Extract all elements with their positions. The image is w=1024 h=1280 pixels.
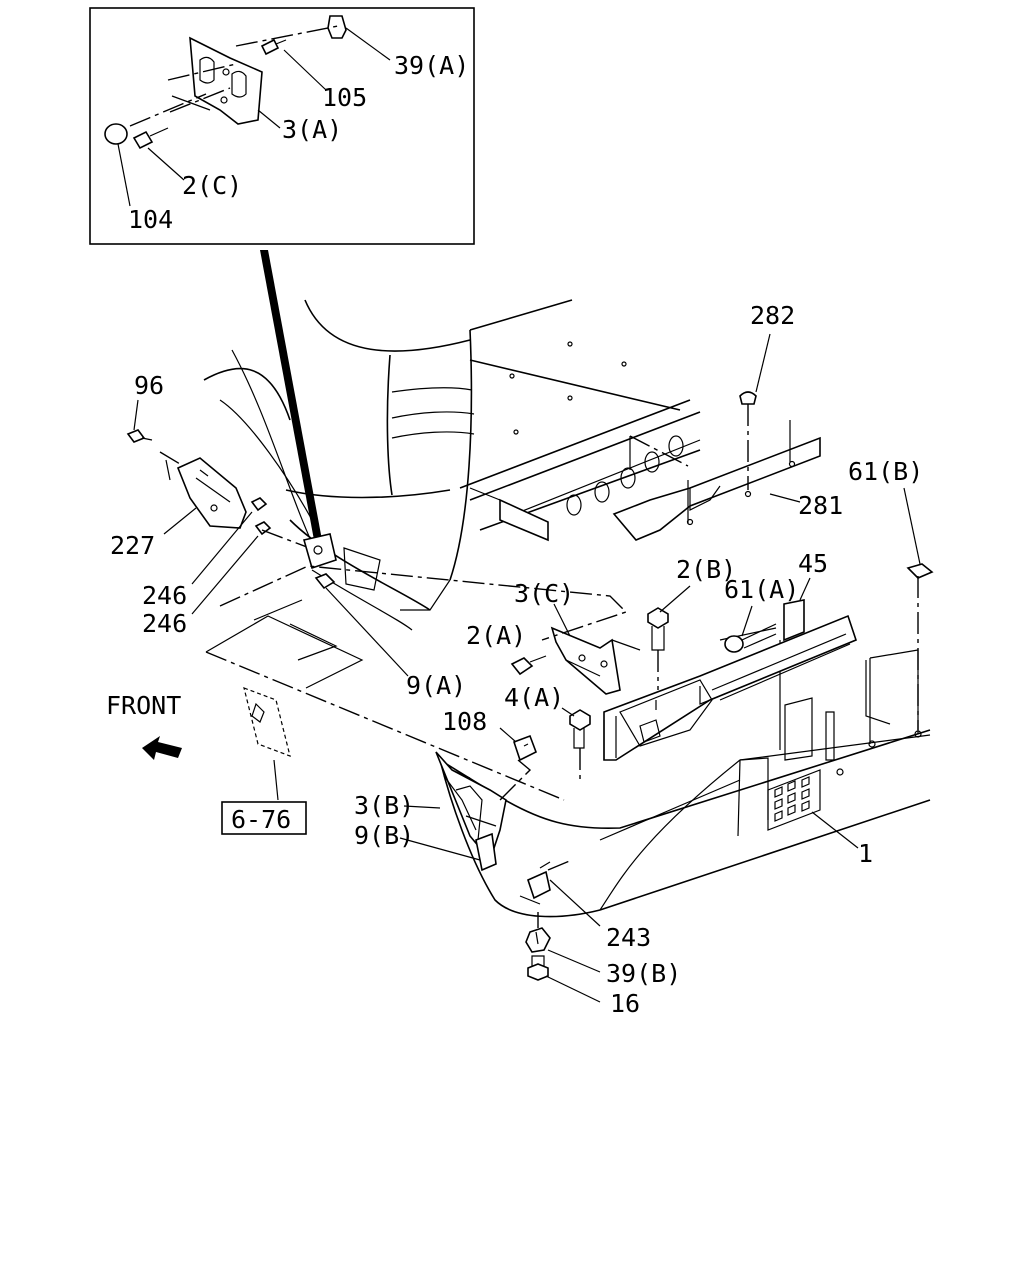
chassis-frame (459, 399, 701, 542)
label-61a: 61(A) (724, 575, 799, 604)
mud-flap-227 (176, 457, 247, 529)
front-arrow-icon (142, 736, 182, 760)
label-246-lower: 246 (142, 609, 187, 638)
label-61b: 61(B) (848, 457, 923, 486)
clip-108 (512, 734, 538, 762)
label-282: 282 (750, 301, 795, 330)
bolt-2a (510, 655, 547, 676)
bumper-stay-45 (603, 599, 857, 761)
clip-282 (739, 391, 757, 490)
nut-246-upper (250, 497, 268, 512)
bolt-16 (527, 955, 549, 981)
label-4a: 4(A) (504, 683, 564, 712)
label-104: 104 (128, 205, 173, 234)
cab-body (203, 250, 681, 631)
label-45: 45 (798, 549, 828, 578)
inset-clip-39a (327, 15, 347, 39)
reflector-6-76: 6-76 (221, 687, 307, 835)
clip-61b (906, 563, 934, 730)
label-9a: 9(A) (406, 671, 466, 700)
bumper-end-3b (435, 751, 507, 862)
label-108: 108 (442, 707, 487, 736)
label-281: 281 (798, 491, 843, 520)
reference-box (221, 801, 307, 835)
front-arrow: FRONT (106, 691, 182, 760)
cab-pillar (260, 250, 322, 540)
inset-clip-104 (104, 123, 128, 145)
label-16: 16 (610, 989, 640, 1018)
inset-bolt-2c (132, 127, 169, 150)
step-assy-281 (612, 420, 821, 541)
label-39a: 39(A) (394, 51, 469, 80)
front-label: FRONT (106, 691, 181, 720)
label-105: 105 (322, 83, 367, 112)
label-3a: 3(A) (282, 115, 342, 144)
label-3c: 3(C) (514, 579, 574, 608)
label-246-upper: 246 (142, 581, 187, 610)
cross-member (499, 498, 549, 542)
label-2c: 2(C) (182, 171, 242, 200)
label-2b: 2(B) (676, 555, 736, 584)
label-1: 1 (858, 839, 873, 868)
label-227: 227 (110, 531, 155, 560)
bracket-9b (465, 815, 497, 872)
inset-frame (89, 7, 475, 245)
clip-61a (724, 623, 777, 653)
inset-bolt-105 (260, 38, 287, 56)
nut-246-lower (254, 521, 272, 536)
bolt-96 (126, 429, 153, 443)
reference-box-label: 6-76 (231, 805, 291, 834)
bracket-243 (519, 861, 551, 905)
inset-bracket-3a (189, 36, 263, 125)
inset-detail: 39(A) 105 3(A) 2(C) 104 (89, 7, 475, 245)
bracket-3c (550, 626, 641, 695)
bracket-9a (302, 533, 337, 590)
bumper-1 (439, 649, 931, 918)
label-2a: 2(A) (466, 621, 526, 650)
label-39b: 39(B) (606, 959, 681, 988)
label-9b: 9(B) (354, 821, 414, 850)
splash-panel (205, 565, 628, 801)
label-243: 243 (606, 923, 651, 952)
bolt-4a (569, 709, 591, 780)
label-96: 96 (134, 371, 164, 400)
bolt-2b (647, 607, 669, 690)
label-3b: 3(B) (354, 791, 414, 820)
nut-39b (525, 927, 551, 953)
